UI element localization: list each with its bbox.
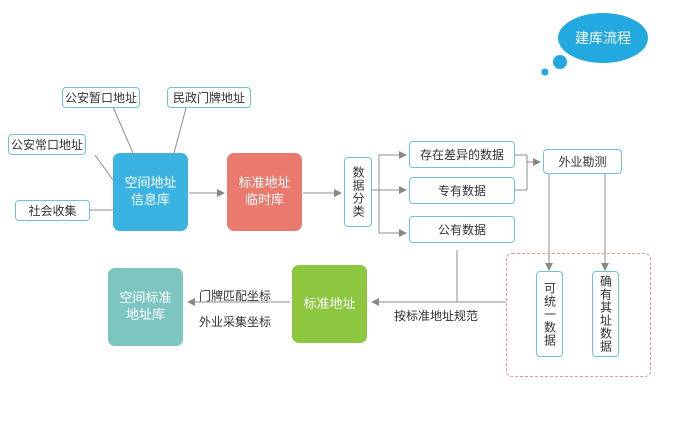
data-classify-box: 数据分类 (344, 157, 372, 227)
field-survey-label: 外业勘测 (558, 155, 607, 169)
category-common-label: 公有数据 (437, 223, 486, 237)
std-address-box: 标准地址 (292, 265, 367, 343)
source-police-temp-label: 公安暂口地址 (64, 91, 137, 105)
spatial-std-address-db-line1: 空间标准 (119, 291, 172, 306)
std-spec-caption-text: 按标准地址规范 (394, 309, 479, 323)
std-spec-caption: 按标准地址规范 (394, 307, 478, 324)
outcome-unified: 可统一数据 (536, 271, 563, 357)
outcome-definite: 确有其址数据 (592, 271, 619, 357)
std-address-temp-db-line1: 标准地址 (238, 176, 291, 191)
category-diff: 存在差异的数据 (409, 141, 515, 168)
spatial-address-db-line2: 信息库 (130, 193, 170, 208)
coord-plate-match-text: 门牌匹配坐标 (199, 289, 272, 303)
outcomes-dashed-box (506, 253, 651, 377)
source-social-label: 社会收集 (28, 204, 77, 218)
spatial-std-address-db-line2: 地址库 (125, 308, 165, 323)
line-civil-plate (173, 107, 187, 154)
coord-plate-match: 门牌匹配坐标 (199, 287, 271, 304)
source-police-temp: 公安暂口地址 (62, 87, 140, 108)
category-common: 公有数据 (409, 216, 515, 243)
std-address-box-label: 标准地址 (303, 296, 356, 312)
std-address-temp-db-line2: 临时库 (244, 193, 284, 208)
source-civil-plate-label: 民政门牌地址 (172, 91, 245, 105)
title-bubble: 建库流程 (558, 13, 648, 63)
coord-field-collect: 外业采集坐标 (199, 313, 271, 330)
category-special: 专有数据 (409, 177, 515, 204)
outcome-definite-label: 确有其址数据 (598, 275, 613, 353)
spatial-address-db: 空间地址 信息库 (113, 153, 188, 231)
field-survey: 外业勘测 (543, 149, 622, 174)
source-civil-plate: 民政门牌地址 (167, 87, 251, 108)
title-bubble-text: 建库流程 (575, 31, 631, 47)
category-special-label: 专有数据 (437, 184, 486, 198)
category-diff-label: 存在差异的数据 (419, 148, 504, 162)
bubble-dot-small (541, 68, 549, 76)
std-address-temp-db: 标准地址 临时库 (227, 153, 302, 231)
line-police-temp (112, 106, 134, 154)
source-social: 社会收集 (15, 200, 90, 221)
source-police-perm: 公安常口地址 (8, 134, 86, 155)
spatial-std-address-db: 空间标准 地址库 (108, 268, 183, 346)
data-classify-label: 数据分类 (351, 166, 365, 218)
spatial-address-db-line1: 空间地址 (124, 176, 177, 191)
coord-field-collect-text: 外业采集坐标 (199, 315, 272, 329)
source-police-perm-label: 公安常口地址 (10, 138, 83, 152)
outcome-unified-label: 可统一数据 (542, 281, 557, 347)
line-police-perm (94, 154, 114, 181)
bubble-dot-medium (553, 55, 567, 69)
